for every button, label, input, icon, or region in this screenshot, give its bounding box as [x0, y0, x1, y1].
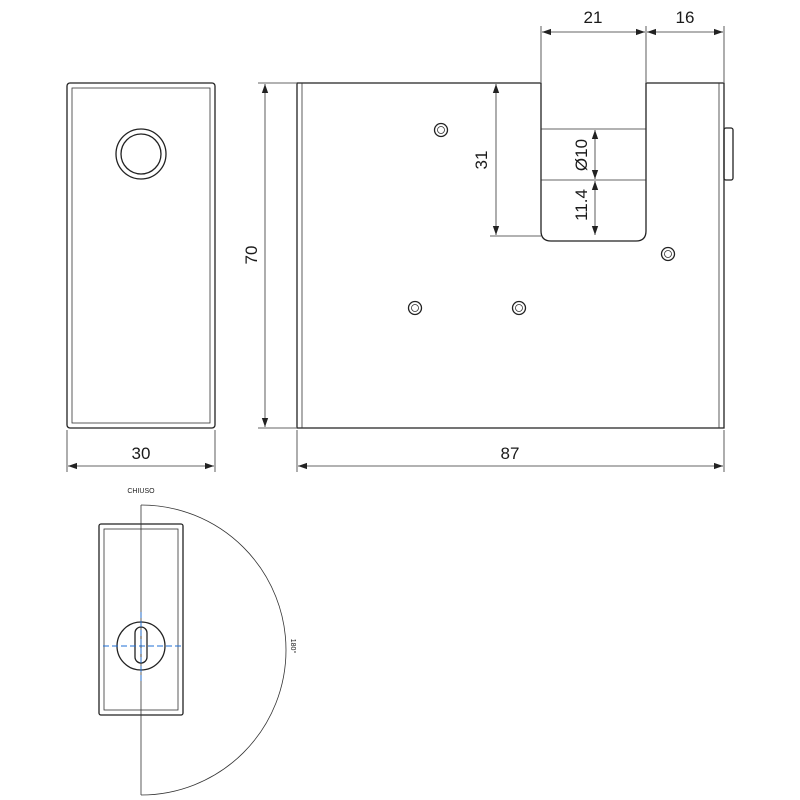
dimension-top-21: 21: [540, 8, 647, 82]
dimension-top-16: 16: [647, 8, 725, 82]
dimension-width-30: 30: [66, 430, 216, 472]
dimension-label-11-4: 11.4: [572, 189, 591, 221]
dimension-label-21: 21: [584, 8, 603, 27]
dimension-label-87: 87: [501, 444, 520, 463]
dimension-diameter-10: Ø10: [572, 130, 599, 179]
side-view: [66, 82, 216, 429]
dimension-label-diameter-10: Ø10: [572, 139, 591, 171]
dimension-label-70: 70: [242, 246, 261, 265]
key-view: CHIUSO 180°: [98, 488, 297, 796]
front-view: [296, 82, 734, 429]
dimension-label-30: 30: [132, 444, 151, 463]
closed-label: CHIUSO: [127, 488, 155, 495]
dimension-height-31: 31: [472, 84, 541, 237]
dimension-label-16: 16: [676, 8, 695, 27]
dimension-depth-11-4: 11.4: [572, 181, 599, 235]
dimension-width-87: 87: [296, 430, 725, 472]
dimension-height-70: 70: [242, 82, 296, 429]
rotation-angle-label: 180°: [289, 639, 297, 654]
dimension-label-31: 31: [472, 151, 491, 170]
